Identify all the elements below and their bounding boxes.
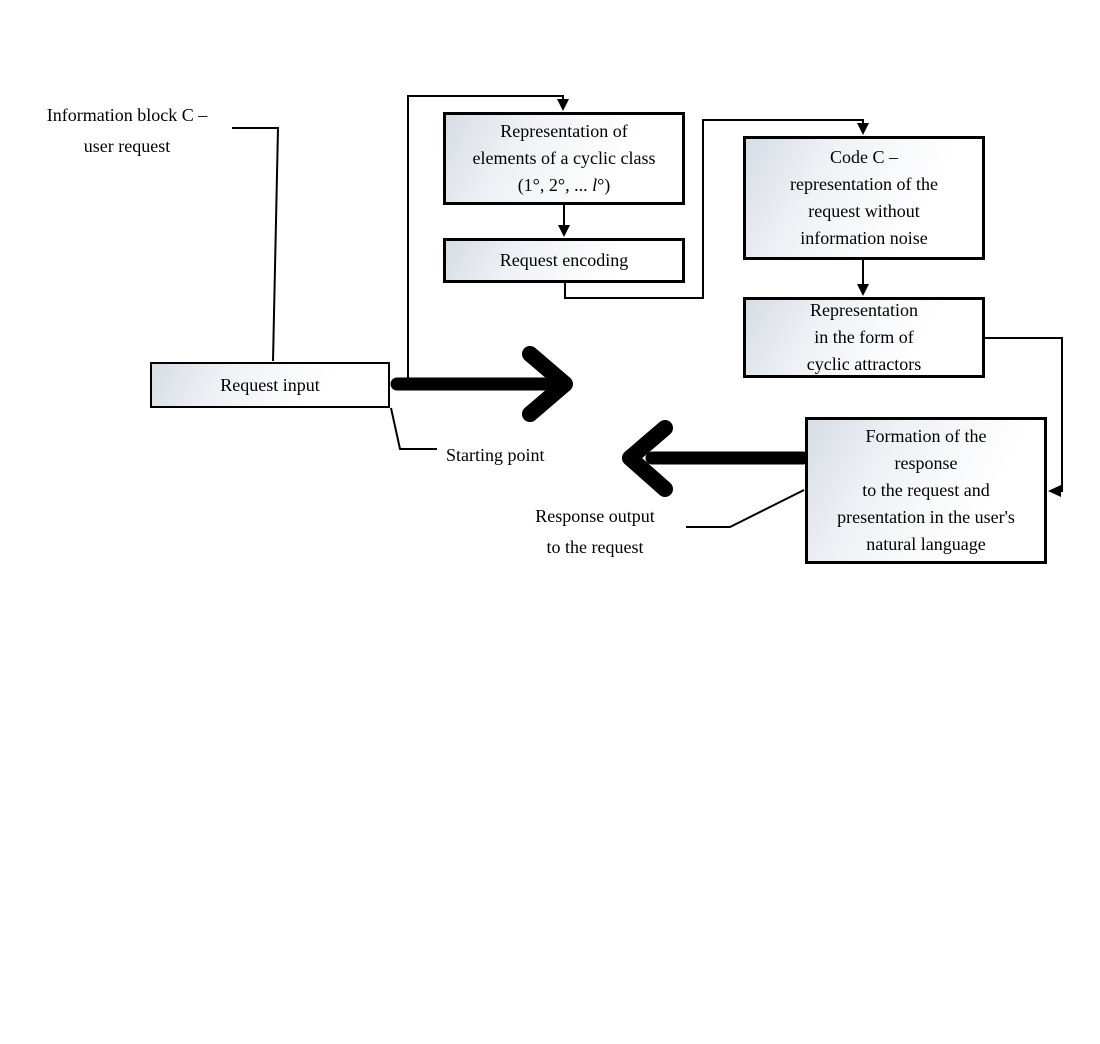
formula-pre: (1°, 2°, ... — [517, 175, 593, 195]
box-code-c-line3: request without — [808, 201, 920, 221]
label-information-block-line2: user request — [83, 136, 171, 156]
label-starting-point: Starting point — [446, 445, 545, 465]
arrowhead-cyclic-class — [557, 99, 569, 111]
arrowhead-code-c — [857, 123, 869, 135]
box-cyclic-class-line1: Representation of — [500, 121, 628, 141]
box-cyclic-attractors-line2: in the form of — [814, 327, 914, 347]
box-formation-line2: response — [894, 453, 958, 473]
box-cyclic-attractors-line3: cyclic attractors — [806, 354, 922, 374]
label-information-block: Information block C – user request — [20, 100, 234, 162]
formula-post: °) — [597, 175, 611, 195]
box-cyclic-class-formula: (1°, 2°, ... l°) — [518, 172, 611, 199]
box-code-c-line1: Code C – — [829, 147, 898, 167]
flow-arrow-right — [390, 346, 573, 422]
box-request-input: Request input — [150, 362, 390, 408]
label-information-block-line1: Information block C – — [46, 105, 208, 125]
label-response-output-line1: Response output — [535, 506, 655, 526]
connector-starting-point-label — [390, 407, 437, 450]
box-code-c-line4: information noise — [800, 228, 928, 248]
box-cyclic-attractors: Representation in the form of cyclic att… — [743, 297, 985, 378]
connector-response-output-label — [686, 489, 805, 528]
box-formation-line3: to the request and — [862, 480, 990, 500]
box-formation-line1: Formation of the — [865, 426, 987, 446]
connector-loop-to-cyclic-class — [407, 95, 564, 381]
box-cyclic-attractors-line1: Representation — [810, 300, 918, 320]
box-cyclic-class: Representation of elements of a cyclic c… — [443, 112, 685, 205]
connector-encoding-to-code-c — [564, 119, 864, 299]
box-formation: Formation of the response to the request… — [805, 417, 1047, 564]
box-formation-line4: presentation in the user's — [837, 507, 1015, 527]
formula-variable: l — [592, 175, 598, 195]
connector-information-label — [232, 127, 280, 362]
flow-arrow-left — [622, 420, 810, 497]
box-code-c: Code C – representation of the request w… — [743, 136, 985, 260]
connector-attractors-to-formation — [985, 337, 1063, 492]
box-formation-line5: natural language — [866, 534, 986, 554]
box-request-encoding: Request encoding — [443, 238, 685, 283]
box-cyclic-class-line2: elements of a cyclic class — [472, 148, 656, 168]
box-request-input-label: Request input — [220, 374, 320, 395]
box-request-encoding-label: Request encoding — [499, 250, 629, 270]
arrowhead-request-encoding — [558, 225, 570, 237]
arrowhead-formation — [1048, 485, 1061, 497]
label-response-output-line2: to the request — [546, 537, 644, 557]
label-response-output: Response output to the request — [510, 501, 680, 563]
box-code-c-line2: representation of the — [790, 174, 938, 194]
arrowhead-cyclic-attractors — [857, 284, 869, 296]
